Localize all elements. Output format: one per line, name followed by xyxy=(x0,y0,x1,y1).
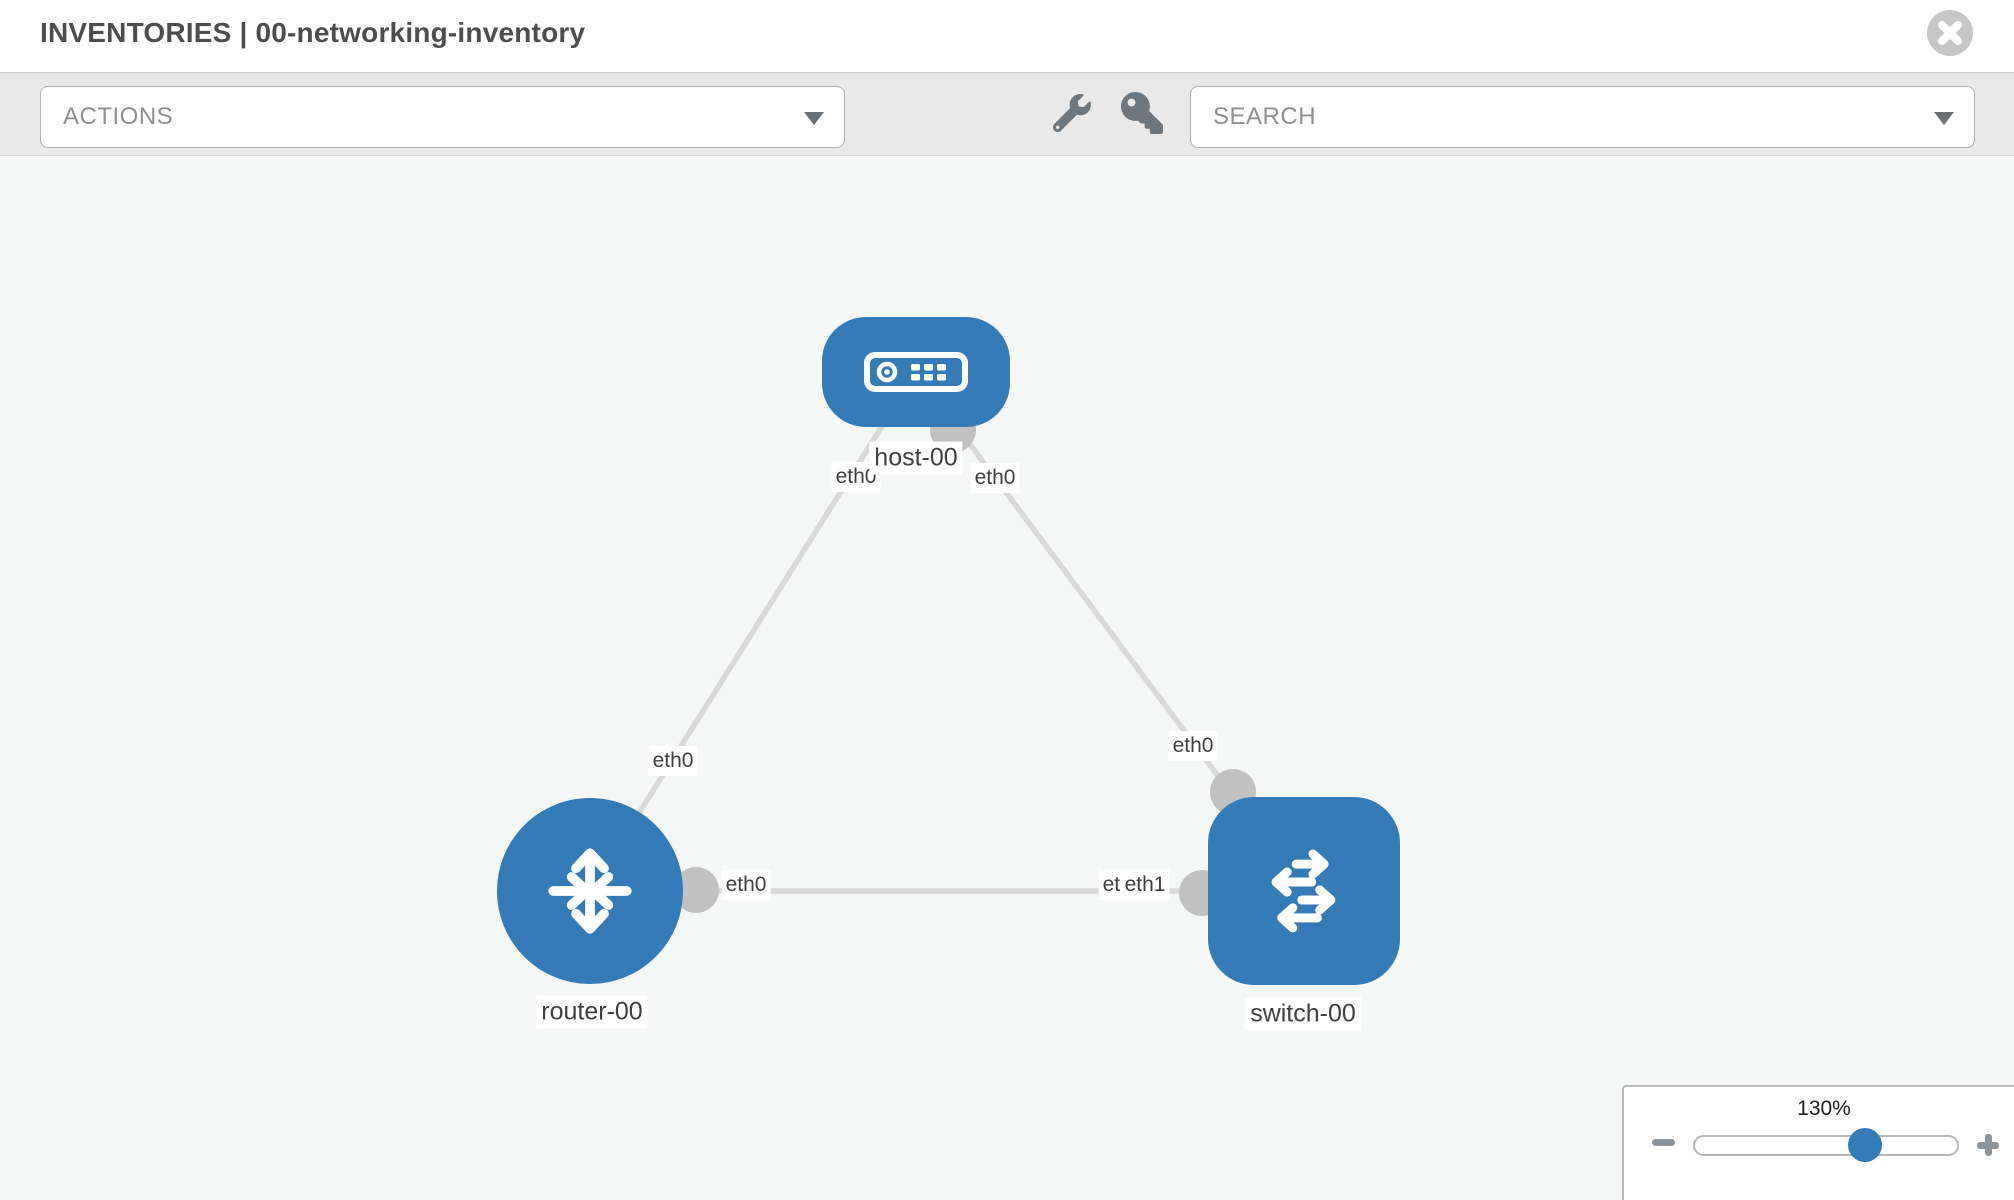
close-icon xyxy=(1927,10,1973,56)
chevron-down-icon xyxy=(804,112,824,125)
zoom-out-button[interactable] xyxy=(1652,1139,1675,1146)
zoom-in-button[interactable] xyxy=(1977,1134,1999,1156)
node-label-switch-00: switch-00 xyxy=(1245,997,1361,1031)
close-button[interactable] xyxy=(1927,10,1973,56)
page-title: INVENTORIES | 00-networking-inventory xyxy=(40,17,586,48)
search-dropdown[interactable]: SEARCH xyxy=(1190,86,1975,148)
interface-label-eth0-host-right: eth0 xyxy=(970,463,1020,493)
host-icon xyxy=(864,352,968,392)
switch-icon xyxy=(1271,849,1336,933)
zoom-slider-handle[interactable] xyxy=(1848,1128,1882,1162)
node-label-host-00: host-00 xyxy=(869,441,963,475)
chevron-down-icon xyxy=(1934,112,1954,125)
credentials-button[interactable] xyxy=(1118,89,1166,137)
node-host-00[interactable] xyxy=(822,317,1010,427)
actions-dropdown-label: ACTIONS xyxy=(63,103,174,130)
key-icon xyxy=(1121,92,1163,134)
interface-label-eth0-router-diagonal: eth0 xyxy=(648,746,698,776)
zoom-panel: 130% xyxy=(1622,1085,2014,1200)
toolbar: ACTIONS SEARCH xyxy=(0,72,2014,156)
interface-label-eth0-switch-diagonal: eth0 xyxy=(1168,731,1218,761)
topology-canvas[interactable]: eth0 eth0 eth0 eth0 eth0 eth0 eth1 host-… xyxy=(0,156,2014,1200)
configure-button[interactable] xyxy=(1048,89,1096,137)
node-router-00[interactable] xyxy=(497,798,683,984)
header: INVENTORIES | 00-networking-inventory xyxy=(0,0,2014,72)
plus-icon xyxy=(1984,1134,1992,1156)
router-icon xyxy=(548,848,632,934)
node-label-router-00: router-00 xyxy=(536,995,648,1029)
node-switch-00[interactable] xyxy=(1208,797,1400,985)
search-dropdown-label: SEARCH xyxy=(1213,103,1317,130)
interface-label-eth1-switch-link: eth1 xyxy=(1120,870,1170,900)
actions-dropdown[interactable]: ACTIONS xyxy=(40,86,845,148)
wrench-icon xyxy=(1053,94,1091,132)
zoom-slider-track[interactable] xyxy=(1693,1135,1959,1156)
zoom-level: 130% xyxy=(1797,1097,1851,1120)
topology-links xyxy=(587,370,1307,894)
interface-label-eth0-router-link: eth0 xyxy=(721,870,771,900)
link-host-router xyxy=(587,370,919,893)
